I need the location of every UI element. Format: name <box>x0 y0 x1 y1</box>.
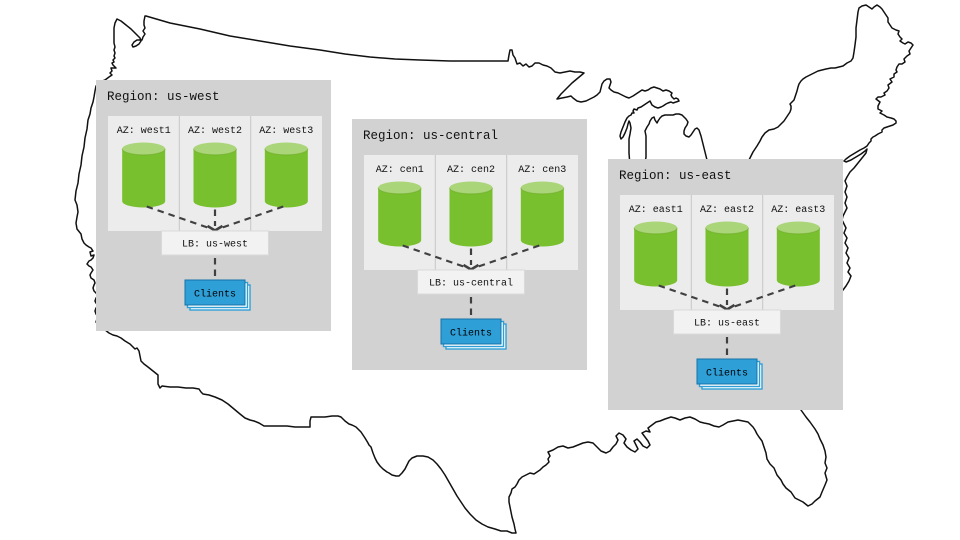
svg-text:AZ: cen1: AZ: cen1 <box>376 165 424 176</box>
svg-text:AZ: east2: AZ: east2 <box>700 205 754 216</box>
svg-text:LB: us-east: LB: us-east <box>694 319 760 330</box>
svg-text:LB: us-central: LB: us-central <box>429 278 513 290</box>
svg-text:Region: us-central: Region: us-central <box>363 129 498 143</box>
svg-text:LB: us-west: LB: us-west <box>182 240 248 251</box>
svg-text:AZ: cen3: AZ: cen3 <box>518 165 566 176</box>
svg-text:AZ: cen2: AZ: cen2 <box>447 165 495 176</box>
svg-text:Region: us-west: Region: us-west <box>107 90 220 104</box>
svg-text:AZ: east1: AZ: east1 <box>629 205 683 216</box>
svg-text:Clients: Clients <box>450 328 492 340</box>
svg-text:AZ: west3: AZ: west3 <box>259 126 313 137</box>
svg-text:AZ: west1: AZ: west1 <box>117 126 171 137</box>
svg-text:Clients: Clients <box>706 368 748 380</box>
svg-text:AZ: east3: AZ: east3 <box>771 205 825 216</box>
svg-text:Region: us-east: Region: us-east <box>619 169 732 183</box>
svg-text:AZ: west2: AZ: west2 <box>188 126 242 137</box>
svg-text:Clients: Clients <box>194 289 236 301</box>
